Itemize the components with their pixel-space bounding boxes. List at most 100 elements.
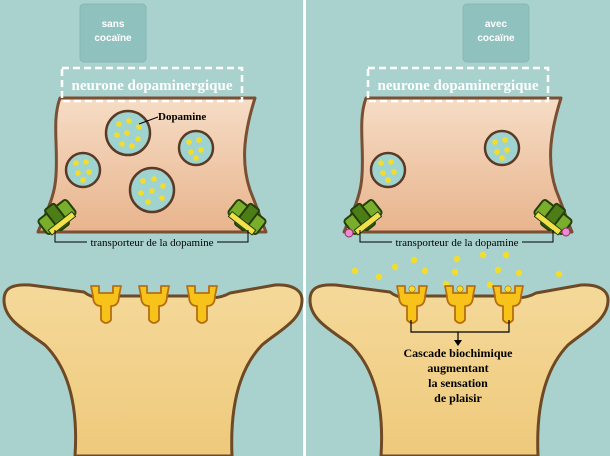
condition-label-line1: avec xyxy=(485,19,508,30)
condition-label-line1: sans xyxy=(102,19,125,30)
vesicle xyxy=(177,129,215,167)
dopamine-dot-icon xyxy=(504,147,510,153)
dopamine-dot-icon xyxy=(188,149,194,155)
dopamine-dot-icon xyxy=(114,132,120,138)
dopamine-dot-icon xyxy=(138,190,144,196)
transporter-icon xyxy=(37,199,77,236)
transporter-label: transporteur de la dopamine xyxy=(395,237,518,249)
cascade-bracket xyxy=(410,320,510,333)
dopamine-dot-icon xyxy=(451,268,459,276)
dopamine-dot-icon xyxy=(408,285,416,293)
condition-label-box xyxy=(79,3,147,63)
neuron-title-box xyxy=(366,66,550,103)
transporter-label-bg xyxy=(392,236,522,249)
dopamine-dot-icon xyxy=(73,160,79,166)
dopamine-dot-icon xyxy=(504,285,512,293)
dopamine-label-line xyxy=(138,116,159,125)
presynaptic-neuron xyxy=(36,96,268,234)
receptor-icon xyxy=(492,285,524,324)
panel-right: avec cocaïne neurone dopaminergique xyxy=(308,3,610,456)
receptor-icon xyxy=(90,285,122,324)
panel-divider xyxy=(303,0,306,456)
dopamine-dot-icon xyxy=(494,266,502,274)
dopamine-dot-icon xyxy=(151,176,157,182)
dopamine-dot-icon xyxy=(136,124,142,130)
dopamine-dot-icon xyxy=(198,147,204,153)
cocaine-particle-icon xyxy=(344,228,354,238)
transporter-label: transporteur de la dopamine xyxy=(90,237,213,249)
cascade-text-line2: augmentant xyxy=(427,361,488,375)
dopamine-dot-icon xyxy=(453,255,461,263)
dopamine-dot-icon xyxy=(502,137,508,143)
cascade-text-line3: la sensation xyxy=(428,376,488,390)
dopamine-dot-icon xyxy=(351,267,359,275)
cascade-text-line1: Cascade biochimique xyxy=(403,346,513,360)
dopamine-dot-icon xyxy=(145,199,151,205)
dopamine-dot-icon xyxy=(86,169,92,175)
vesicle xyxy=(104,109,152,157)
dopamine-dot-icon xyxy=(388,159,394,165)
dopamine-dot-icon xyxy=(421,267,429,275)
dopamine-dot-icon xyxy=(193,155,199,161)
dopamine-dot-icon xyxy=(160,183,166,189)
receptor-icon xyxy=(138,285,170,324)
transporter-icon xyxy=(533,199,573,236)
dopamine-dot-icon xyxy=(494,149,500,155)
dopamine-dot-icon xyxy=(410,256,418,264)
dopamine-dot-icon xyxy=(119,141,125,147)
dopamine-dot-icon xyxy=(140,178,146,184)
dopamine-dot-icon xyxy=(492,139,498,145)
condition-label-box xyxy=(462,3,530,63)
vesicle xyxy=(483,129,521,167)
dopamine-dot-icon xyxy=(186,139,192,145)
dopamine-dot-icon xyxy=(555,270,563,278)
vesicle xyxy=(369,151,407,189)
dopamine-dot-icon xyxy=(456,285,464,293)
dopamine-dot-icon xyxy=(75,170,81,176)
dopamine-dot-icon xyxy=(196,137,202,143)
dopamine-dot-icon xyxy=(83,159,89,165)
receptor-icon xyxy=(186,285,218,324)
dopamine-dot-icon xyxy=(375,273,383,281)
dopamine-dot-icon xyxy=(116,121,122,127)
vesicle-icon xyxy=(483,129,521,167)
dopamine-dot-icon xyxy=(380,170,386,176)
neuron-title: neurone dopaminergique xyxy=(72,78,233,94)
vesicle xyxy=(64,151,102,189)
receptor-icon xyxy=(444,285,476,324)
panel-left: sans cocaïne neurone dopaminergique xyxy=(2,3,304,456)
dopamine-dot-icon xyxy=(515,269,523,277)
dopamine-dot-icon xyxy=(129,143,135,149)
dopamine-dot-icon xyxy=(499,155,505,161)
dopamine-dot-icon xyxy=(80,177,86,183)
dopamine-dot-icon xyxy=(124,130,130,136)
neuron-title-box xyxy=(60,66,244,103)
dopamine-dot-icon xyxy=(149,188,155,194)
transporter-icon xyxy=(227,199,267,236)
dopamine-dot-icon xyxy=(391,169,397,175)
vesicle xyxy=(128,166,176,214)
condition-label-line2: cocaïne xyxy=(477,33,515,44)
cascade-text-line4: de plaisir xyxy=(434,391,482,405)
neuron-title: neurone dopaminergique xyxy=(378,78,539,94)
presynaptic-neuron xyxy=(342,96,574,234)
condition-label-line2: cocaïne xyxy=(94,33,132,44)
transporter-icon xyxy=(343,199,383,236)
dopamine-dot-icon xyxy=(126,118,132,124)
dopamine-dot-icon xyxy=(159,195,165,201)
cascade-arrow-head xyxy=(454,340,462,346)
dopamine-dot-icon xyxy=(385,177,391,183)
dopamine-dot-icon xyxy=(391,263,399,271)
dopamine-dot-icon xyxy=(378,160,384,166)
dopamine-dot-icon xyxy=(486,281,494,289)
transporter-label-bg xyxy=(87,236,217,249)
cocaine-particle-icon xyxy=(561,227,571,237)
dopamine-dot-icon xyxy=(479,251,487,259)
dopamine-label: Dopamine xyxy=(158,111,206,123)
receptor-icon xyxy=(396,285,428,324)
dopamine-dot-icon xyxy=(135,136,141,142)
vesicle-icon xyxy=(177,129,215,167)
dopamine-dot-icon xyxy=(502,251,510,259)
